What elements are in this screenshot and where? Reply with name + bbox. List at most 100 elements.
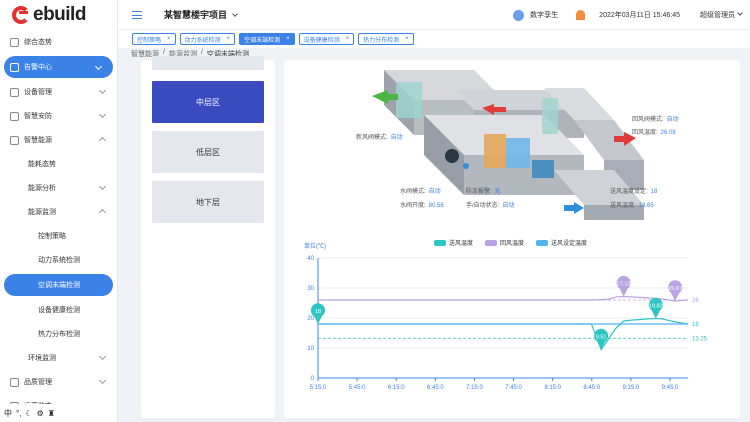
logo: ebuild — [0, 0, 117, 30]
data-point-label: 25.67 — [668, 286, 682, 292]
fresh-valve-mode: 新风阀模式:自动 — [356, 135, 403, 141]
reference-line-label: 26 — [692, 298, 699, 304]
quality-icon — [10, 377, 19, 387]
top-header: 某智慧楼宇项目 数字孪生 2022年03月11日 15:46:45 超级管理员 — [118, 0, 750, 30]
return-air-arrow-icon — [482, 104, 506, 115]
water-valve-mode: 水阀模式:自动 — [400, 189, 441, 195]
breadcrumb-separator: / — [200, 49, 203, 56]
sidebar-item-power-system[interactable]: 动力系统检测 — [38, 257, 80, 264]
ime-punctuation-icon: °, — [16, 408, 22, 418]
logo-text: ebuild — [33, 4, 86, 25]
x-tick-label: 5:15:0 — [310, 385, 327, 391]
chevron-up-icon — [98, 136, 107, 145]
close-icon[interactable]: × — [345, 36, 350, 42]
tab-ac-terminal[interactable]: 空调末端检测× — [239, 33, 295, 45]
sidebar-item-smart-energy[interactable]: 智慧能源 — [0, 128, 117, 152]
reference-line-label: 18 — [692, 322, 699, 328]
supply-air-arrow-icon — [564, 202, 584, 214]
y-axis-unit: 单位(℃) — [304, 244, 326, 250]
breadcrumb-item[interactable]: 智慧能源 — [131, 51, 159, 58]
tab-device-health[interactable]: 设备健康检测× — [298, 33, 355, 45]
close-icon[interactable]: × — [286, 36, 290, 42]
y-tick-label: 30 — [307, 286, 314, 292]
chevron-up-icon — [98, 208, 107, 217]
zone-button-low[interactable]: 低层区 — [152, 131, 264, 173]
x-tick-label: 8:15:0 — [544, 385, 561, 391]
data-point-marker — [648, 297, 663, 319]
supply-duct-front — [584, 205, 644, 220]
data-point-label: 27.13 — [617, 282, 631, 288]
legend-item[interactable]: 回风温度 — [485, 238, 524, 247]
close-icon[interactable]: × — [405, 36, 409, 42]
valve-wheel-icon — [445, 149, 459, 163]
return-temperature: 回风温度:26.08 — [632, 130, 676, 136]
chart-legend: 送风温度 回风温度 送风设定温度 — [434, 238, 587, 247]
x-tick-label: 7:15:0 — [466, 385, 483, 391]
legend-item[interactable]: 送风温度 — [434, 238, 473, 247]
sidebar-item-quality[interactable]: 品质管理 — [0, 370, 117, 394]
legend-swatch — [434, 240, 446, 247]
energy-icon — [10, 135, 19, 145]
user-menu[interactable]: 超级管理员 — [700, 10, 743, 20]
data-point-label: 19.82 — [649, 304, 663, 310]
legend-item[interactable]: 送风设定温度 — [536, 238, 587, 247]
sidebar-item-ac-terminal[interactable]: 空调末端检测 — [4, 274, 113, 296]
close-icon[interactable]: × — [167, 36, 171, 42]
sidebar-item-security[interactable]: 智慧安防 — [0, 104, 117, 128]
close-icon[interactable]: × — [226, 36, 231, 42]
bell-icon[interactable] — [576, 10, 586, 20]
chevron-down-icon — [98, 352, 107, 361]
tab-heat-distribution[interactable]: 热力分布检测× — [358, 33, 414, 45]
ime-shirt-icon: ♜ — [47, 408, 55, 418]
x-tick-label: 6:45:0 — [427, 385, 444, 391]
ahu-side — [424, 115, 464, 195]
tab-bar: 控制策略× 动力系统检测× 空调末端检测× 设备健康检测× 热力分布检测× — [118, 30, 750, 48]
supply-duct-top — [554, 170, 644, 205]
sidebar-item-device-health[interactable]: 设备健康检测 — [38, 307, 80, 314]
menu-toggle-icon[interactable] — [132, 10, 142, 19]
legend-swatch — [485, 240, 498, 247]
heating-coil — [484, 134, 506, 168]
antifreeze-alarm: 防冻报警:无 — [466, 189, 501, 195]
zone-button-partial[interactable] — [152, 56, 264, 70]
zone-button-basement[interactable]: 地下层 — [152, 181, 264, 223]
fresh-air-arrow-icon — [372, 90, 398, 104]
tab-power-system[interactable]: 动力系统检测× — [179, 33, 236, 45]
sidebar-item-overview[interactable]: 综合态势 — [0, 30, 117, 54]
tab-control-strategy[interactable]: 控制策略× — [132, 33, 176, 45]
device-icon — [10, 87, 19, 97]
breadcrumb-item[interactable]: 能源监测 — [168, 51, 197, 58]
right-duct-mid — [574, 120, 644, 160]
sidebar-item-alarm-center[interactable]: 告警中心 — [4, 56, 113, 78]
sidebar-item-energy-monitoring[interactable]: 能源监测 — [0, 200, 117, 224]
sidebar-item-energy-status[interactable]: 能耗态势 — [28, 161, 56, 168]
reference-line-label: 13.25 — [692, 336, 708, 342]
chevron-down-icon — [94, 62, 103, 71]
project-selector[interactable]: 某智慧楼宇项目 — [164, 8, 238, 21]
input-method-toolbar[interactable]: 中 °, ☾ ⚙ ♜ — [0, 404, 117, 422]
sidebar-item-environment[interactable]: 环境监测 — [0, 346, 117, 370]
ahu-diagram: 新风阀模式:自动 回风阀模式:自动 回风温度:26.08 水阀模式:自动 防冻报… — [284, 60, 740, 230]
digital-twin-link[interactable]: 数字孪生 — [530, 12, 559, 19]
x-tick-label: 9:15:0 — [623, 385, 640, 391]
sidebar: ebuild 综合态势 告警中心 设备管理 智慧安防 智慧能源 能耗态势 能源分… — [0, 0, 118, 422]
x-tick-label: 8:45:0 — [583, 385, 600, 391]
ime-moon-icon: ☾ — [25, 408, 33, 418]
supply-temp-setpoint: 送风温度设定:18 — [610, 189, 658, 195]
zone-button-middle[interactable]: 中层区 — [152, 81, 264, 123]
y-tick-label: 0 — [311, 376, 315, 382]
ime-gear-icon: ⚙ — [36, 408, 44, 418]
digital-twin-icon[interactable] — [513, 9, 525, 21]
sidebar-item-device-management[interactable]: 设备管理 — [0, 80, 117, 104]
data-point-marker — [311, 303, 325, 324]
data-point-label: 18 — [315, 309, 321, 315]
sidebar-item-heat-distribution[interactable]: 热力分布检测 — [38, 331, 80, 338]
series-line — [318, 317, 689, 351]
chevron-down-icon — [98, 182, 107, 191]
sidebar-item-control-strategy[interactable]: 控制策略 — [38, 233, 66, 240]
x-tick-label: 9:45:0 — [662, 385, 679, 391]
filter-panel — [396, 82, 422, 118]
sensor-icon — [463, 163, 469, 169]
sidebar-item-energy-analysis[interactable]: 能源分析 — [0, 176, 117, 200]
